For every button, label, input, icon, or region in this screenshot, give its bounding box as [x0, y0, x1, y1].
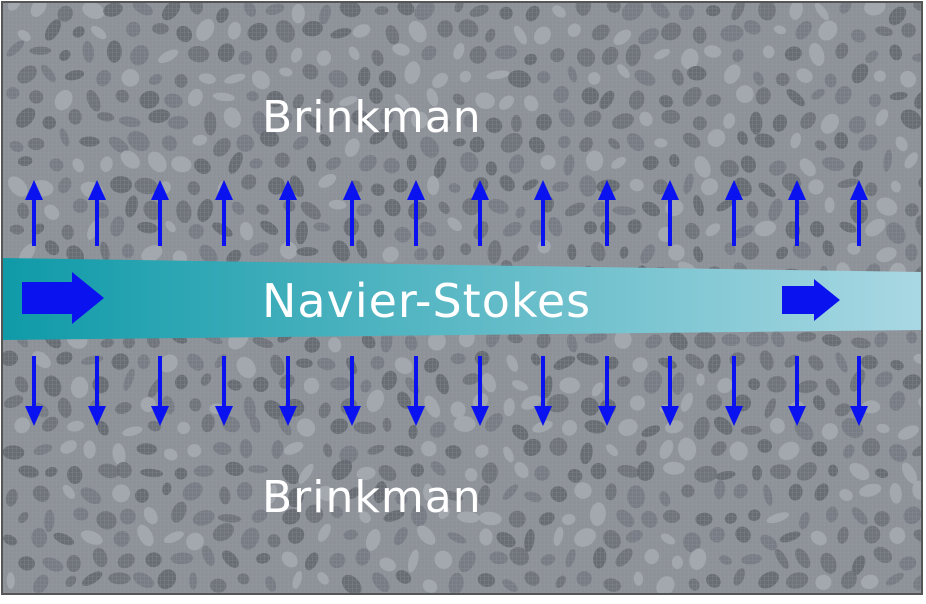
- arrow-down-icon: [534, 356, 552, 426]
- arrow-down-icon: [471, 356, 489, 426]
- arrow-up-icon: [343, 180, 361, 246]
- arrow-up-icon: [25, 180, 43, 246]
- brinkman-bottom-label: Brinkman: [262, 472, 482, 523]
- brinkman-top-label: Brinkman: [262, 92, 482, 143]
- arrow-down-icon: [25, 356, 43, 426]
- navier-stokes-label: Navier-Stokes: [262, 274, 592, 328]
- arrow-up-icon: [88, 180, 106, 246]
- channel-flow-arrows: [22, 272, 840, 324]
- arrow-down-icon: [598, 356, 616, 426]
- upward-flux-arrows: [25, 180, 868, 246]
- arrow-down-icon: [788, 356, 806, 426]
- arrow-up-icon: [725, 180, 743, 246]
- arrow-down-icon: [850, 356, 868, 426]
- arrow-down-icon: [343, 356, 361, 426]
- arrow-down-icon: [407, 356, 425, 426]
- arrow-up-icon: [215, 180, 233, 246]
- arrow-right-icon: [22, 272, 104, 324]
- diagram-frame: [1, 1, 923, 595]
- navier-stokes-channel: [2, 258, 922, 340]
- arrow-down-icon: [151, 356, 169, 426]
- arrow-up-icon: [850, 180, 868, 246]
- arrow-down-icon: [215, 356, 233, 426]
- arrow-up-icon: [471, 180, 489, 246]
- arrow-up-icon: [661, 180, 679, 246]
- arrow-down-icon: [725, 356, 743, 426]
- arrow-up-icon: [598, 180, 616, 246]
- arrow-down-icon: [279, 356, 297, 426]
- downward-flux-arrows: [25, 356, 868, 426]
- arrow-up-icon: [788, 180, 806, 246]
- arrow-down-icon: [88, 356, 106, 426]
- arrow-right-icon: [782, 279, 840, 321]
- arrow-up-icon: [534, 180, 552, 246]
- arrow-up-icon: [407, 180, 425, 246]
- arrow-up-icon: [151, 180, 169, 246]
- arrow-down-icon: [661, 356, 679, 426]
- arrow-up-icon: [279, 180, 297, 246]
